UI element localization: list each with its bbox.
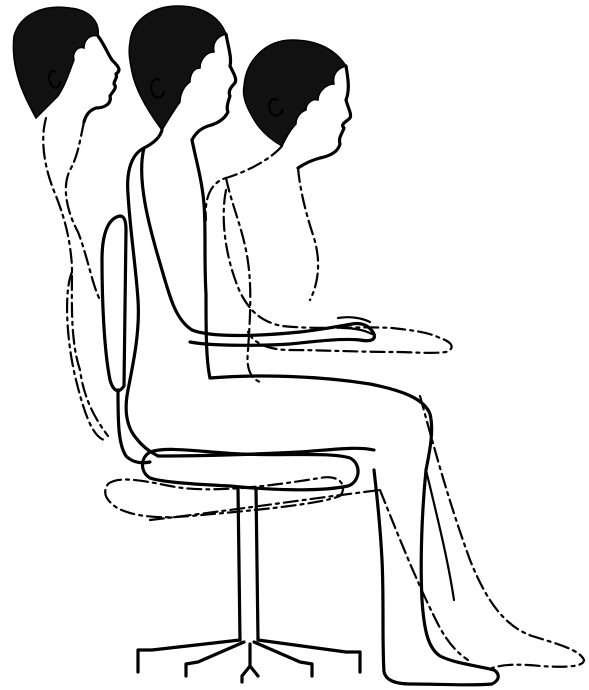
reclined-thigh-lower xyxy=(150,490,380,520)
chair-column-left xyxy=(238,488,240,640)
chair-base-leg-right xyxy=(258,640,360,672)
upright-neck-shoulder xyxy=(128,130,162,194)
chair-column-right xyxy=(256,488,258,640)
upright-head-hair xyxy=(129,6,226,130)
reclined-face xyxy=(84,36,119,122)
upright-chest xyxy=(192,140,206,294)
chair-base-leg-front-left xyxy=(186,642,244,676)
forward-lean-posture-figure xyxy=(206,40,452,382)
forward-lean-chest xyxy=(298,168,318,300)
forward-lean-head-hair xyxy=(243,40,346,146)
chair-base-leg-left xyxy=(138,640,240,672)
forward-lean-arm xyxy=(224,190,452,353)
chair-backrest xyxy=(102,216,126,391)
forward-lean-back xyxy=(226,178,260,382)
upright-posture-figure xyxy=(126,6,498,685)
upright-thigh xyxy=(210,376,498,685)
chair-base-leg-front xyxy=(242,644,258,682)
upright-torso-front xyxy=(206,294,210,378)
reclined-back-outline xyxy=(43,118,108,436)
forward-lean-shoulder xyxy=(206,146,282,220)
upright-shin-front xyxy=(426,470,454,600)
chair-back-support xyxy=(118,390,150,463)
reclined-head-hair xyxy=(13,7,98,118)
reclined-leg-front xyxy=(420,396,584,668)
